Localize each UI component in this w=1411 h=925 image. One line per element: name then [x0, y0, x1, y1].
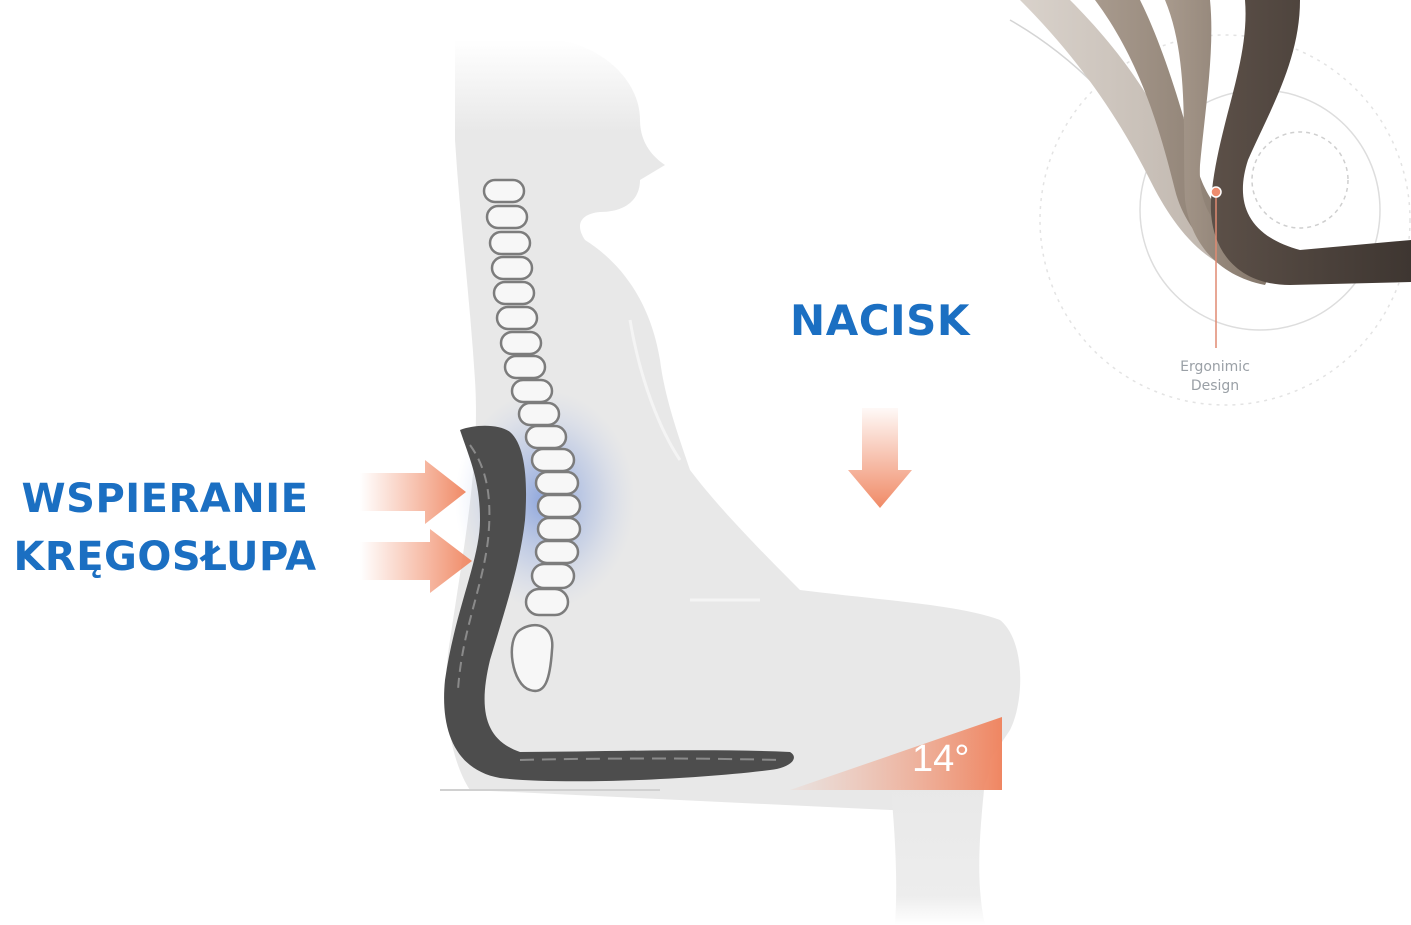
support-arrow-lower — [360, 529, 472, 593]
spine-support-label-line1: WSPIERANIE — [0, 470, 330, 528]
pressure-label: NACISK — [770, 296, 990, 346]
ergonomic-shell-inset — [1010, 0, 1411, 405]
pressure-arrow-down — [848, 408, 912, 508]
inset-caption: Ergonimic Design — [1140, 358, 1290, 396]
tilt-angle-label: 14° — [912, 738, 992, 781]
inset-caption-line2: Design — [1140, 377, 1290, 396]
spine-support-label-line2: KRĘGOSŁUPA — [0, 528, 330, 586]
spine-support-label: WSPIERANIE KRĘGOSŁUPA — [0, 470, 330, 586]
inset-caption-line1: Ergonimic — [1140, 358, 1290, 377]
support-arrow-upper — [360, 460, 466, 524]
